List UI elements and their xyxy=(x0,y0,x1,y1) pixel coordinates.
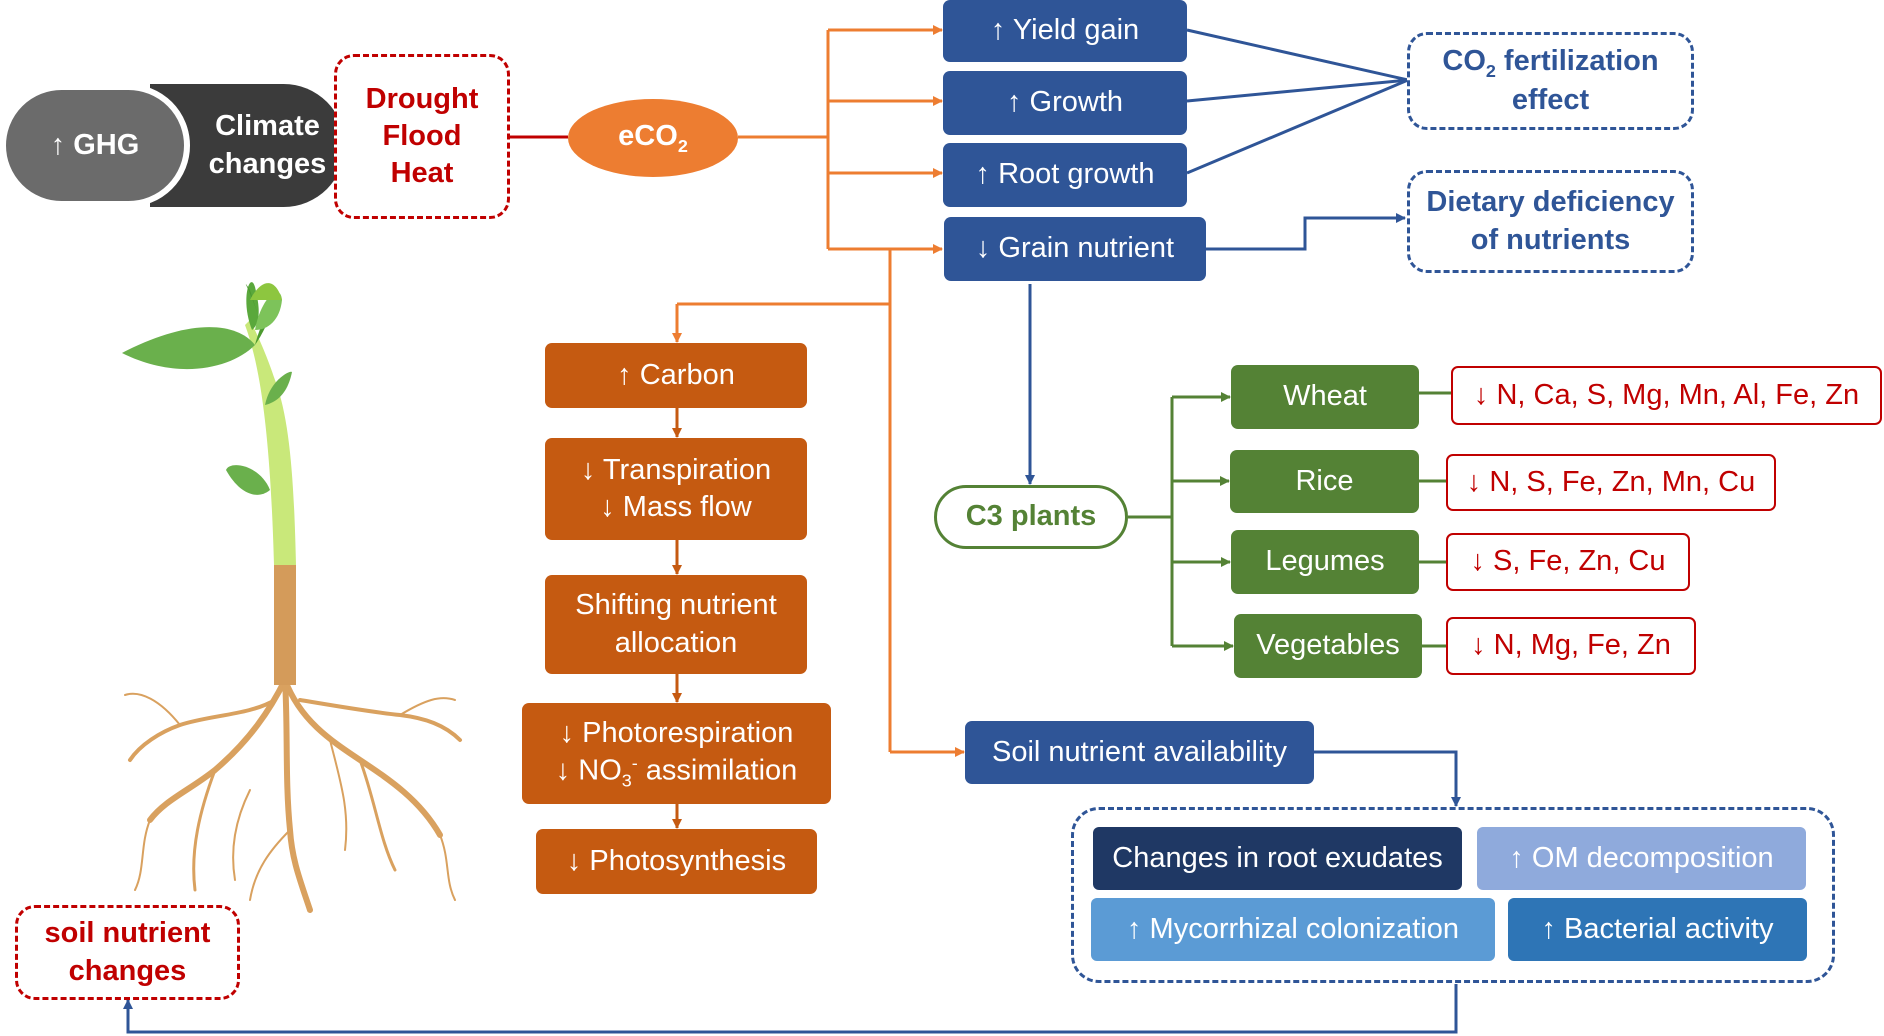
wheat-nutrients-box: ↓ N, Ca, S, Mg, Mn, Al, Fe, Zn xyxy=(1451,366,1882,425)
soil-availability-box: Soil nutrient availability xyxy=(965,721,1314,784)
transpiration-line-2: ↓ Mass flow xyxy=(600,491,752,523)
om-decomposition-box: ↑ OM decomposition xyxy=(1477,827,1806,890)
soil-nutrient-changes-box: soil nutrient changes xyxy=(15,905,240,1000)
yield-gain-label: ↑ Yield gain xyxy=(990,14,1140,47)
mycorrhizal-label: ↑ Mycorrhizal colonization xyxy=(1126,912,1459,945)
co2-fertilization-line-1: CO2 fertilization xyxy=(1442,44,1659,81)
rice-nutrients-label: ↓ N, S, Fe, Zn, Mn, Cu xyxy=(1466,465,1756,498)
photorespiration-line-2: ↓ NO3- assimilation xyxy=(555,752,798,791)
dietary-line-1: Dietary deficiency xyxy=(1426,186,1675,219)
co2-fertilization-line-2: effect xyxy=(1511,84,1590,117)
stem-base-icon xyxy=(274,565,296,685)
carbon-box: ↑ Carbon xyxy=(545,343,807,408)
vegetables-nutrients-label: ↓ N, Mg, Fe, Zn xyxy=(1471,629,1671,662)
climate-line-2: changes xyxy=(208,147,327,180)
eco2-node: eCO2 xyxy=(568,99,738,177)
growth-label: ↑ Growth xyxy=(1006,86,1124,119)
om-decomposition-label: ↑ OM decomposition xyxy=(1509,841,1774,874)
root-exudates-label: Changes in root exudates xyxy=(1112,841,1443,874)
bacterial-activity-label: ↑ Bacterial activity xyxy=(1541,912,1774,945)
shifting-allocation-box: Shifting nutrient allocation xyxy=(545,575,807,674)
crop-vegetables-label: Vegetables xyxy=(1256,629,1400,662)
stress-box: Drought Flood Heat xyxy=(334,54,510,219)
leaf-small-icon xyxy=(265,371,292,405)
crop-wheat-box: Wheat xyxy=(1231,365,1419,429)
crop-vegetables-box: Vegetables xyxy=(1234,614,1422,678)
shifting-line-2: allocation xyxy=(614,626,738,659)
crop-rice-box: Rice xyxy=(1230,450,1419,513)
crop-wheat-label: Wheat xyxy=(1283,380,1367,413)
grain-nutrient-box: ↓ Grain nutrient xyxy=(944,217,1206,281)
rice-nutrients-box: ↓ N, S, Fe, Zn, Mn, Cu xyxy=(1446,454,1776,511)
root-exudates-box: Changes in root exudates xyxy=(1093,827,1462,890)
grain-nutrient-label: ↓ Grain nutrient xyxy=(975,232,1175,265)
crop-legumes-label: Legumes xyxy=(1265,545,1385,578)
connector-eco2-branches xyxy=(672,25,965,757)
dietary-line-2: of nutrients xyxy=(1470,223,1631,256)
stress-flood: Flood xyxy=(382,119,462,152)
crop-rice-label: Rice xyxy=(1295,464,1354,497)
roots-icon xyxy=(124,677,462,913)
transpiration-line-1: ↓ Transpiration xyxy=(580,453,772,486)
plant-illustration xyxy=(122,282,462,913)
stress-heat: Heat xyxy=(390,157,454,190)
soil-changes-line-1: soil nutrient xyxy=(44,917,211,950)
eco2-label: eCO2 xyxy=(618,120,688,156)
yield-gain-box: ↑ Yield gain xyxy=(943,0,1187,62)
co2-fertilization-box: CO2 fertilization effect xyxy=(1407,32,1694,130)
root-growth-box: ↑ Root growth xyxy=(943,143,1187,207)
photosynthesis-label: ↓ Photosynthesis xyxy=(566,844,787,877)
leaf-icon xyxy=(122,327,255,370)
wheat-nutrients-label: ↓ N, Ca, S, Mg, Mn, Al, Fe, Zn xyxy=(1473,378,1860,411)
bacterial-activity-box: ↑ Bacterial activity xyxy=(1508,898,1807,961)
growth-box: ↑ Growth xyxy=(943,71,1187,135)
mycorrhizal-box: ↑ Mycorrhizal colonization xyxy=(1091,898,1495,961)
soil-availability-label: Soil nutrient availability xyxy=(992,735,1287,768)
climate-line-1: Climate xyxy=(215,110,320,143)
c3-plants-label: C3 plants xyxy=(965,500,1097,533)
dietary-deficiency-box: Dietary deficiency of nutrients xyxy=(1407,170,1694,273)
legumes-nutrients-label: ↓ S, Fe, Zn, Cu xyxy=(1470,545,1666,578)
carbon-label: ↑ Carbon xyxy=(617,358,735,391)
photosynthesis-box: ↓ Photosynthesis xyxy=(536,829,817,894)
leaf-lower-icon xyxy=(226,465,270,495)
stem-icon xyxy=(245,320,296,565)
transpiration-box: ↓ Transpiration ↓ Mass flow xyxy=(545,438,807,540)
leaf-top-icon xyxy=(255,291,282,330)
connector-blue-links xyxy=(123,28,1461,1034)
connector-green-links xyxy=(1128,391,1451,651)
c3-plants-node: C3 plants xyxy=(934,485,1128,549)
crop-legumes-box: Legumes xyxy=(1231,530,1419,594)
ghg-capsule: ↑ GHG xyxy=(0,84,190,207)
soil-changes-line-2: changes xyxy=(68,954,187,987)
vegetables-nutrients-box: ↓ N, Mg, Fe, Zn xyxy=(1446,617,1696,675)
stress-drought: Drought xyxy=(365,82,479,115)
photorespiration-box: ↓ Photorespiration ↓ NO3- assimilation xyxy=(522,703,831,804)
photorespiration-line-1: ↓ Photorespiration xyxy=(559,716,794,749)
root-growth-label: ↑ Root growth xyxy=(975,158,1155,191)
shifting-line-1: Shifting nutrient xyxy=(575,589,777,622)
legumes-nutrients-box: ↓ S, Fe, Zn, Cu xyxy=(1446,533,1690,591)
ghg-label: ↑ GHG xyxy=(50,128,140,161)
